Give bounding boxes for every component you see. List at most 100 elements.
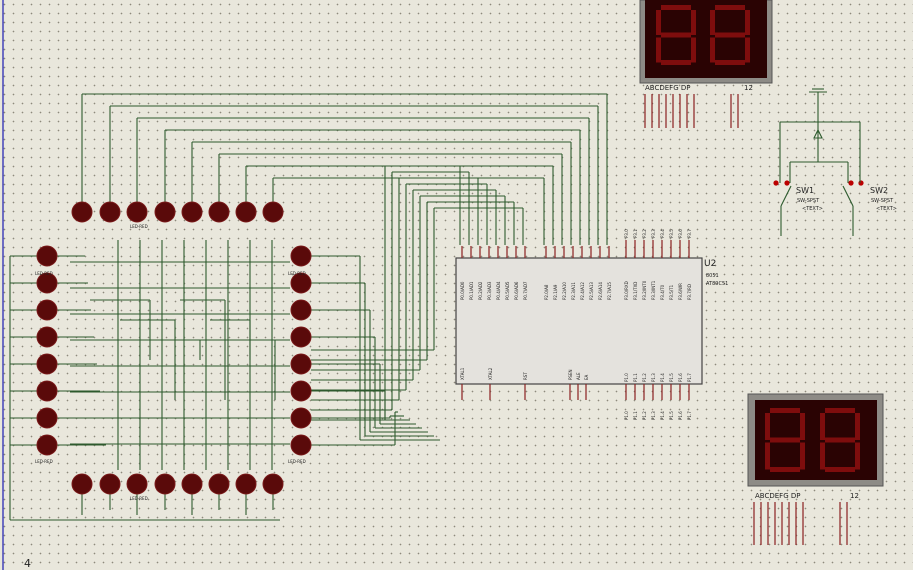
led-caption: LED-RED <box>288 271 306 276</box>
pin-label: P2.6/A14 <box>598 282 603 300</box>
segment <box>661 5 691 10</box>
led-right-3[interactable] <box>290 299 312 321</box>
pin-label: EA <box>584 374 589 380</box>
net-label: P1.6 <box>678 411 683 420</box>
led-top-7[interactable] <box>235 201 257 223</box>
segment <box>800 413 805 440</box>
pin-label: P0.4/AD4 <box>496 281 501 300</box>
led-caption: LED-RED <box>35 271 53 276</box>
led-left-2[interactable] <box>36 272 58 294</box>
pin-label: P0.6/AD6 <box>514 281 519 300</box>
pin-label: P2.1/A9 <box>553 284 558 300</box>
led-bottom-4[interactable] <box>154 473 176 495</box>
led-left-7[interactable] <box>36 407 58 429</box>
pin-label: P2.4/A12 <box>580 282 585 300</box>
net-label: P3.2 <box>642 229 647 238</box>
led-left-5[interactable] <box>36 353 58 375</box>
chip-body <box>455 257 703 385</box>
segment <box>825 437 855 443</box>
led-right-7[interactable] <box>290 407 312 429</box>
led-top-4[interactable] <box>154 201 176 223</box>
led-right-1[interactable] <box>290 245 312 267</box>
switch-contact <box>848 180 854 186</box>
switch-contact <box>858 180 864 186</box>
segment <box>820 413 825 440</box>
led-left-1[interactable] <box>36 245 58 267</box>
segment <box>656 37 661 63</box>
led-right-4[interactable] <box>290 326 312 348</box>
pin-label: P3.6/WR <box>678 283 683 300</box>
led-right-6[interactable] <box>290 380 312 402</box>
display-digit-label: 12 <box>850 492 859 500</box>
display-pins <box>753 502 848 545</box>
pin-label: ALE <box>576 372 581 380</box>
segment <box>715 32 745 38</box>
seven-seg-display-2[interactable]: ABCDEFG DP 12 <box>747 393 884 545</box>
net-label: P1.1 <box>633 411 638 420</box>
pin-label: P1.4 <box>660 373 665 382</box>
pin-label: P1.7 <box>687 373 692 382</box>
led-bottom-8[interactable] <box>262 473 284 495</box>
display-pin-label: ABCDEFG DP <box>755 492 800 500</box>
led-top-8[interactable] <box>262 201 284 223</box>
pin-label: P3.2/INT0 <box>642 280 647 300</box>
led-right-5[interactable] <box>290 353 312 375</box>
net-label: P3.3 <box>651 229 656 238</box>
seven-seg-display-1[interactable]: ABCDEFG DP 12 <box>639 0 773 128</box>
pin-label: RST <box>523 372 528 380</box>
net-label: P3.6 <box>678 229 683 238</box>
led-caption: LED-RED <box>288 459 306 464</box>
net-label: P3.4 <box>660 229 665 238</box>
led-bottom-7[interactable] <box>235 473 257 495</box>
net-label: P1.0 <box>624 411 629 420</box>
chip-part-sub: AT89C51 <box>706 281 728 287</box>
pin-label: P3.3/INT1 <box>651 280 656 300</box>
display-digit-label: 12 <box>744 84 753 92</box>
led-top-2[interactable] <box>99 201 121 223</box>
segment <box>661 60 691 65</box>
led-caption: LED-RED <box>130 496 148 501</box>
led-top-5[interactable] <box>181 201 203 223</box>
led-left-8[interactable] <box>36 434 58 456</box>
segment <box>800 442 805 470</box>
segment <box>745 37 750 63</box>
led-top-1[interactable] <box>71 201 93 223</box>
led-left-4[interactable] <box>36 326 58 348</box>
led-top-6[interactable] <box>208 201 230 223</box>
pin-label: P0.5/AD5 <box>505 281 510 300</box>
pin-label: P0.3/AD3 <box>487 281 492 300</box>
switch-sw2[interactable]: SW2 SW-SPST <TEXT> <box>842 180 897 212</box>
led-bottom-3[interactable] <box>126 473 148 495</box>
switch-sw1[interactable]: SW1 SW-SPST <TEXT> <box>773 180 823 212</box>
led-top-3[interactable] <box>126 201 148 223</box>
switch-sub: <TEXT> <box>876 206 897 212</box>
led-bottom-1[interactable] <box>71 473 93 495</box>
segment <box>715 60 745 65</box>
pin-label: P2.2/A10 <box>562 282 567 300</box>
pin-label: P0.2/AD2 <box>478 281 483 300</box>
display-pins <box>644 94 739 128</box>
led-bottom-2[interactable] <box>99 473 121 495</box>
switch-ref: SW1 <box>796 186 814 195</box>
segment <box>820 442 825 470</box>
net-label: P1.4 <box>660 411 665 420</box>
pin-label: P2.3/A11 <box>571 282 576 300</box>
pin-label: P1.0 <box>624 373 629 382</box>
led-bottom-5[interactable] <box>181 473 203 495</box>
led-caption: LED-RED <box>130 224 148 229</box>
net-label: P3.0 <box>624 229 629 238</box>
led-bottom-6[interactable] <box>208 473 230 495</box>
segment <box>855 442 860 470</box>
led-right-8[interactable] <box>290 434 312 456</box>
led-left-3[interactable] <box>36 299 58 321</box>
led-right-2[interactable] <box>290 272 312 294</box>
switch-lever <box>780 185 792 207</box>
switch-ref: SW2 <box>870 186 888 195</box>
segment <box>661 32 691 38</box>
pin-label: P2.5/A13 <box>589 282 594 300</box>
net-label: P1.5 <box>669 411 674 420</box>
led-left-6[interactable] <box>36 380 58 402</box>
